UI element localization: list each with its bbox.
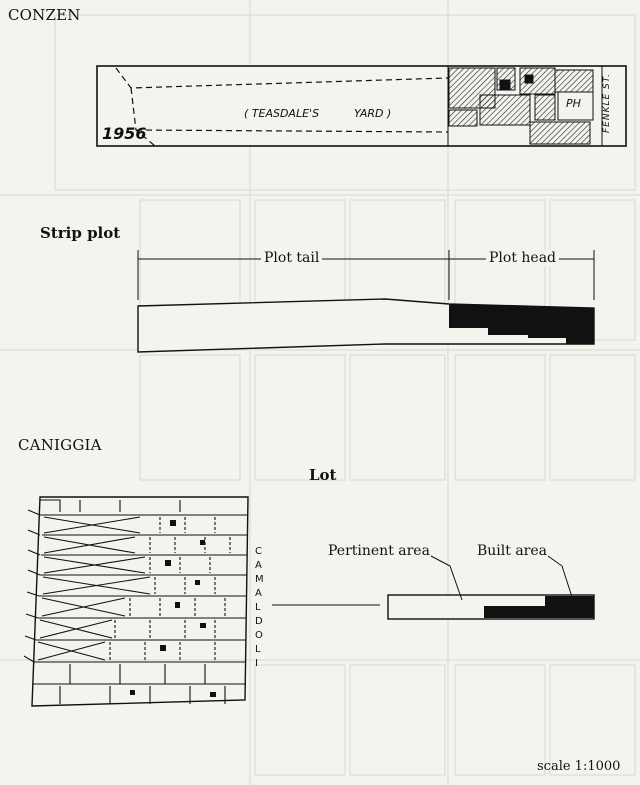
camaldoli-street-label: CAMALDOLI [255, 546, 274, 669]
caniggia-heading: CANIGGIA [18, 436, 102, 454]
pertinent-area-label: Pertinent area [328, 543, 430, 559]
built-area-label: Built area [477, 543, 548, 559]
plot-head-label: Plot head [486, 250, 560, 266]
conzen-pub-label: PH [566, 97, 581, 110]
lot-heading: Lot [309, 466, 337, 484]
strip-plot-heading: Strip plot [40, 224, 121, 242]
plot-tail-label: Plot tail [261, 250, 323, 266]
conzen-yard-label: ( TEASDALE'S YARD ) [244, 107, 392, 120]
scale-label: scale 1:1000 [537, 759, 621, 774]
conzen-year: 1956 [102, 124, 147, 143]
conzen-heading: CONZEN [8, 6, 81, 24]
